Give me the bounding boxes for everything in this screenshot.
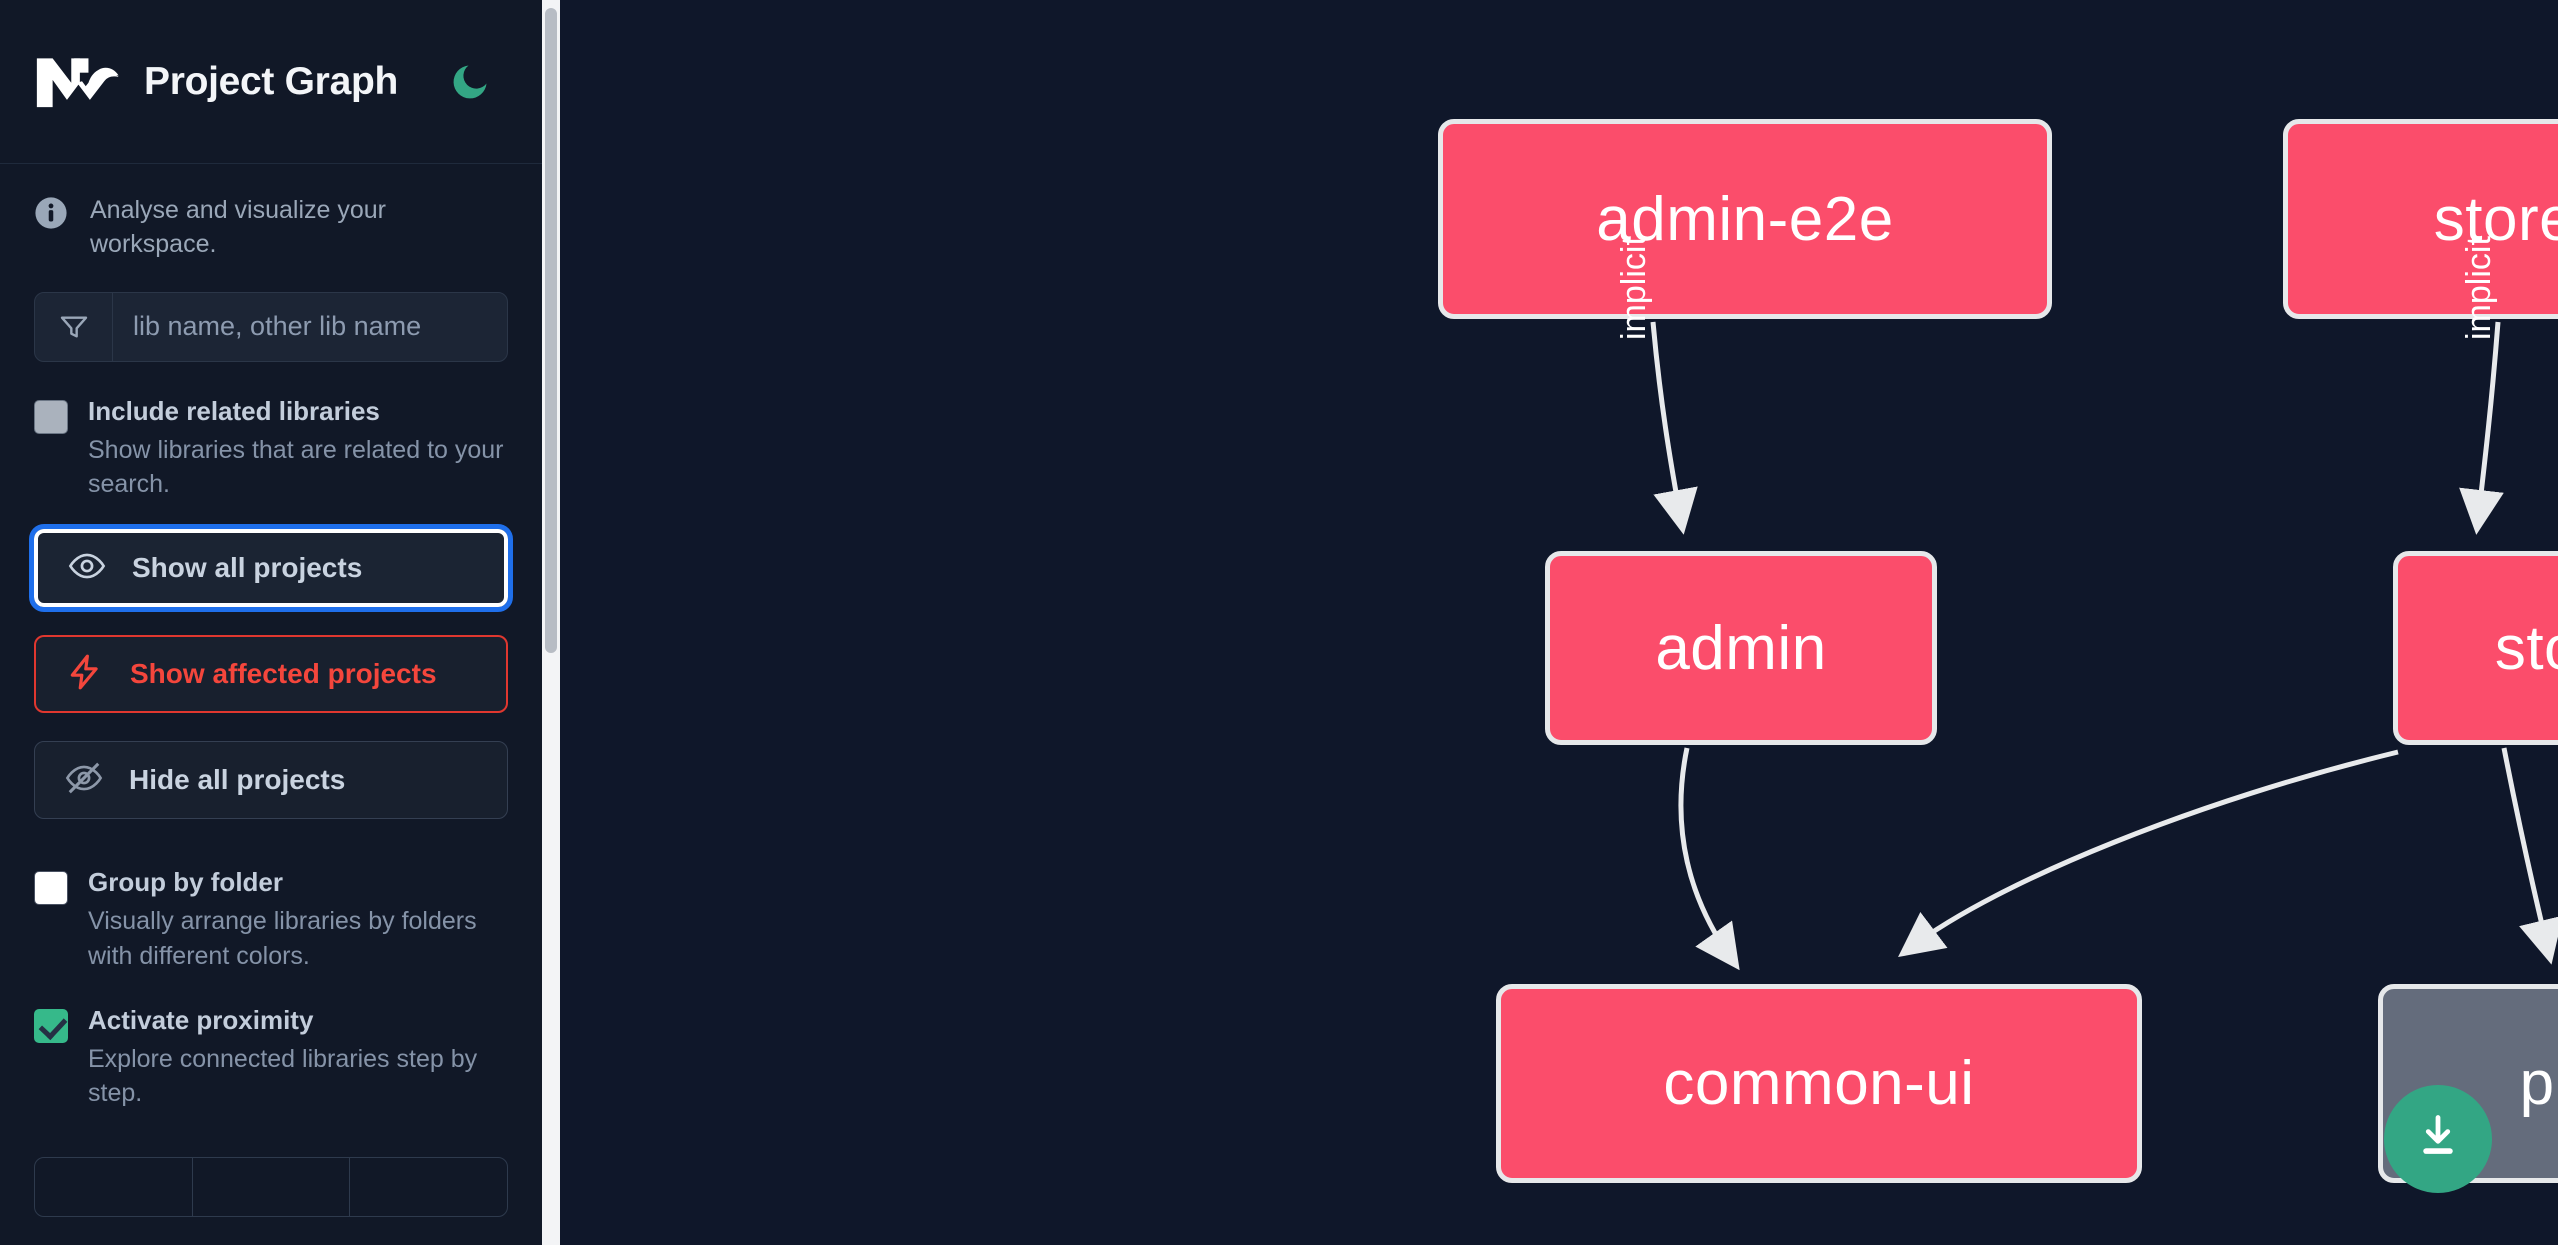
graph-node-admin-e2e[interactable]: admin-e2e xyxy=(1438,119,2052,319)
show-affected-projects-button[interactable]: Show affected projects xyxy=(34,635,508,714)
eye-icon xyxy=(68,547,106,590)
include-related-libraries-description: Show libraries that are related to your … xyxy=(88,435,504,498)
search-input[interactable] xyxy=(113,292,507,361)
workspace-note-text: Analyse and visualize your workspace. xyxy=(90,196,386,258)
toggle-group-by-folder[interactable]: Group by folder Visually arrange librari… xyxy=(34,867,508,973)
project-graph-canvas[interactable]: admin-e2e store-e2e admin store common-u… xyxy=(560,0,2558,1245)
edge-label-implicit-store: implicit xyxy=(2460,236,2499,340)
hide-all-projects-label: Hide all projects xyxy=(129,764,346,796)
group-by-folder-label: Group by folder xyxy=(88,867,283,898)
proximity-step-segment-1[interactable] xyxy=(35,1157,193,1216)
sidebar-header: Project Graph xyxy=(0,0,542,164)
edge-label-text: implicit xyxy=(1615,236,1653,340)
sidebar-scrollbar-thumb[interactable] xyxy=(545,8,557,653)
toggle-activate-proximity[interactable]: Activate proximity Explore connected lib… xyxy=(34,1005,508,1111)
download-icon xyxy=(2412,1111,2464,1168)
group-by-folder-checkbox[interactable] xyxy=(34,871,68,906)
hide-all-projects-button[interactable]: Hide all projects xyxy=(34,741,508,820)
sidebar-scrollbar-track[interactable] xyxy=(542,0,560,1245)
graph-node-label: products xyxy=(2519,1049,2558,1118)
nx-logo-icon xyxy=(34,51,120,113)
activate-proximity-description: Explore connected libraries step by step… xyxy=(88,1045,478,1108)
option-include-related-libraries[interactable]: Include related libraries Show libraries… xyxy=(34,396,508,502)
show-all-projects-label: Show all projects xyxy=(132,552,363,584)
show-all-projects-button[interactable]: Show all projects xyxy=(29,524,513,613)
graph-node-label: admin-e2e xyxy=(1596,184,1894,254)
eye-off-icon xyxy=(65,759,103,802)
proximity-step-segment-2[interactable] xyxy=(193,1157,351,1216)
include-related-libraries-checkbox[interactable] xyxy=(34,399,68,434)
info-icon xyxy=(34,196,68,230)
group-by-folder-description: Visually arrange libraries by folders wi… xyxy=(88,907,477,970)
graph-node-store-e2e[interactable]: store-e2e xyxy=(2283,119,2558,319)
show-affected-projects-label: Show affected projects xyxy=(130,658,437,690)
graph-node-label: common-ui xyxy=(1663,1049,1975,1118)
graph-node-common-ui[interactable]: common-ui xyxy=(1496,984,2142,1183)
graph-node-admin[interactable]: admin xyxy=(1545,551,1937,745)
search-box[interactable] xyxy=(34,291,508,362)
filter-icon xyxy=(35,292,113,361)
workspace-note: Analyse and visualize your workspace. xyxy=(0,164,542,262)
graph-node-label: admin xyxy=(1655,613,1827,683)
download-button[interactable] xyxy=(2384,1085,2492,1193)
sidebar: Project Graph Analyse and visualize your… xyxy=(0,0,560,1245)
moon-icon[interactable] xyxy=(448,60,492,104)
sidebar-scroll-area: Project Graph Analyse and visualize your… xyxy=(0,0,542,1245)
sidebar-body: Include related libraries Show libraries… xyxy=(0,262,542,1217)
include-related-libraries-label: Include related libraries xyxy=(88,395,380,426)
graph-edges xyxy=(1650,321,2558,971)
graph-node-label: store-e2e xyxy=(2433,184,2558,254)
graph-node-store[interactable]: store xyxy=(2393,551,2558,745)
proximity-step-button-group[interactable] xyxy=(34,1156,508,1217)
graph-node-label: store xyxy=(2494,613,2558,683)
lightning-icon xyxy=(66,653,104,696)
proximity-step-segment-3[interactable] xyxy=(350,1158,507,1216)
activate-proximity-checkbox[interactable] xyxy=(34,1008,68,1043)
activate-proximity-label: Activate proximity xyxy=(88,1004,314,1035)
edge-label-text: implicit xyxy=(2460,236,2498,340)
page-title: Project Graph xyxy=(144,59,398,103)
edge-label-implicit-admin: implicit xyxy=(1615,236,1654,340)
